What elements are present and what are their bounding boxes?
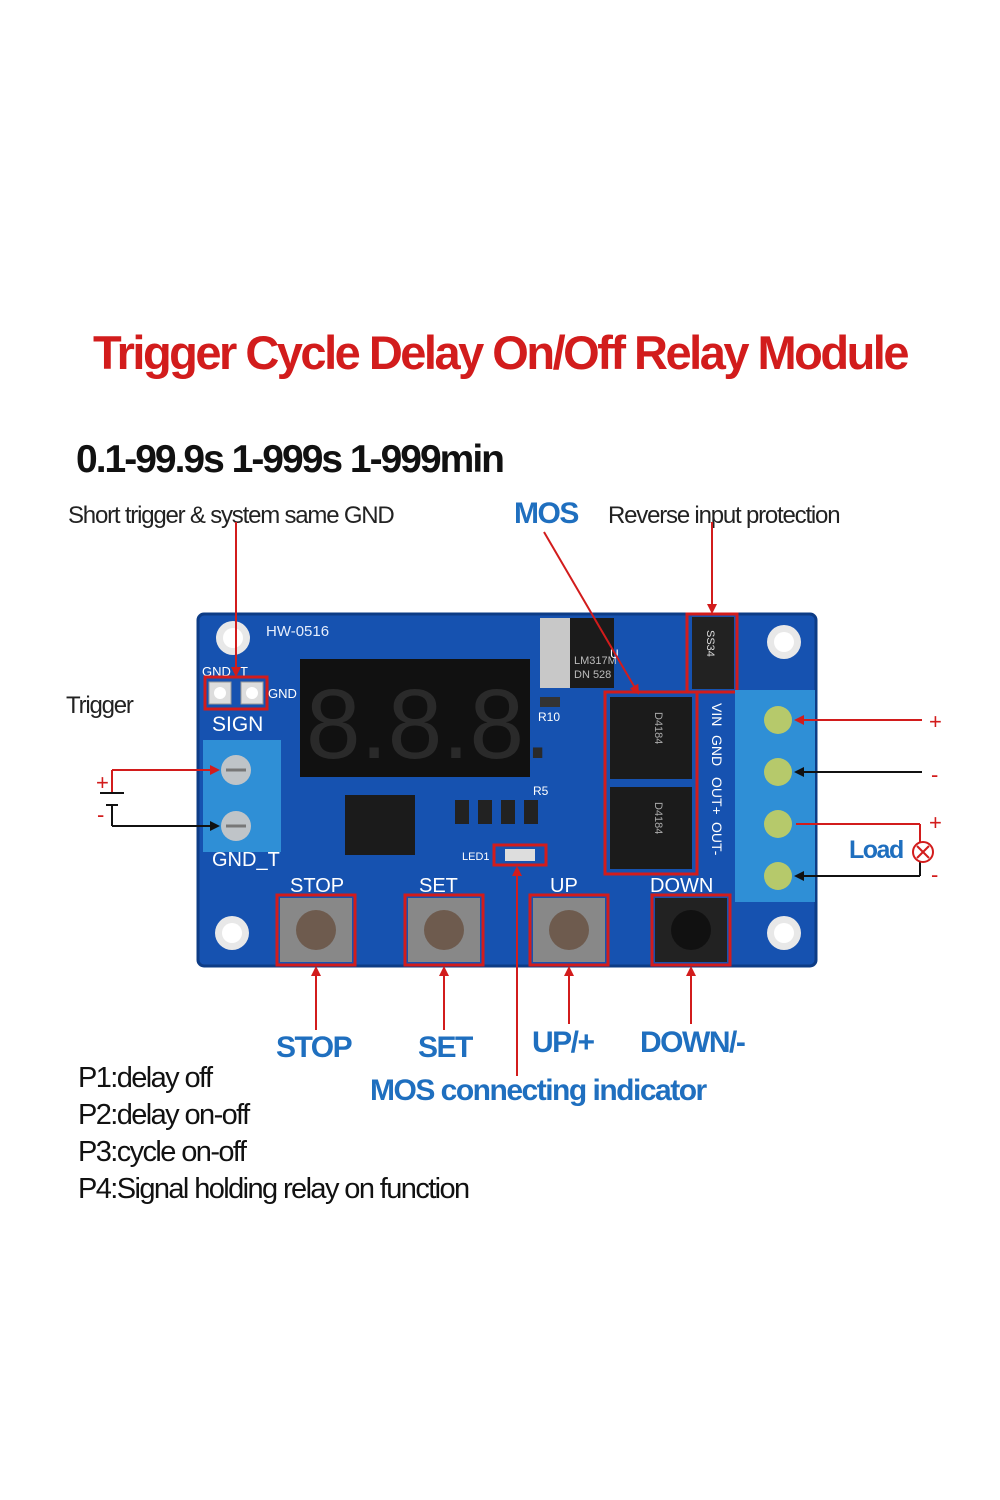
mode-item: P3:cycle on-off [78,1136,247,1168]
led-highlight [492,843,548,867]
mos-arrow [543,531,640,695]
page-title: Trigger Cycle Delay On/Off Relay Module [92,326,910,379]
r5-label: R5 [533,784,549,798]
protection-diode [692,617,734,689]
display-digits: 8.8.8. [306,669,551,779]
terminal-vin-label: VIN [709,703,725,726]
load-label: Load [849,836,904,864]
mounting-hole-icon [767,625,801,659]
set-button [403,893,485,967]
mounting-hole-icon [767,916,801,950]
seven-segment-display [300,659,530,777]
terminal-out-plus-label: OUT+ [709,777,725,815]
pin-t-label: T [240,664,248,679]
btn-stop-label: STOP [290,875,344,897]
optocoupler [345,795,415,855]
down-label: DOWN/- [640,1026,746,1059]
mosfet-label: D4184 [652,802,664,834]
gnd-minus-sign: - [931,762,938,787]
load-icon [912,841,934,863]
up-label: UP/+ [532,1026,595,1059]
stop-label: STOP [276,1031,353,1064]
diode-label: SS34 [704,630,716,657]
reverse-protection-label: Reverse input protection [608,502,841,529]
mounting-hole-icon [215,916,249,950]
btn-set-label: SET [419,875,458,897]
mosfet [610,697,692,779]
board-model: HW-0516 [266,623,329,640]
time-ranges: 0.1-99.9s 1-999s 1-999min [76,438,505,481]
mode-item: P4:Signal holding relay on function [78,1173,470,1205]
diode-highlight [685,612,739,694]
pin-gnd2-label: GND [268,686,297,701]
btn-down-label: DOWN [650,875,713,897]
set-label: SET [418,1031,473,1064]
regulator-label-1: LM317M [574,655,617,667]
gnd-t-label: GND_T [212,849,280,871]
short-trigger-label: Short trigger & system same GND [68,502,395,529]
mosfet-highlight [603,690,699,876]
mounting-hole-icon [216,621,250,655]
trigger-pins-highlight [203,675,269,711]
load-minus-sign: - [931,862,938,887]
mosfet [610,787,692,869]
btn-up-label: UP [550,875,578,897]
regulator-label-2: DN 528 [574,669,611,681]
mos-indicator-led [505,849,535,861]
trigger-plus-sign: + [96,770,109,795]
mosfet-label: D4184 [652,712,664,744]
mode-list: P1:delay off P2:delay on-off P3:cycle on… [78,1060,470,1208]
r10-label: R10 [538,710,560,724]
trigger-minus-sign: - [97,802,104,827]
led-label: LED1 [462,851,490,863]
up-button [528,893,610,967]
mode-item: P1:delay off [78,1062,213,1094]
terminal-gnd-label: GND [709,735,725,766]
pin-gnd-label: GND [202,664,231,679]
stop-button [275,893,357,967]
vin-plus-sign: + [929,709,942,734]
sign-label: SIGN [212,713,263,736]
terminal-out-minus-label: OUT- [709,822,725,856]
down-button [650,893,732,967]
mos-indicator-label: MOS connecting indicator [370,1074,707,1107]
mode-item: P2:delay on-off [78,1099,250,1131]
mos-label: MOS [514,497,579,530]
load-plus-sign: + [929,810,942,835]
trigger-label: Trigger [66,692,134,719]
